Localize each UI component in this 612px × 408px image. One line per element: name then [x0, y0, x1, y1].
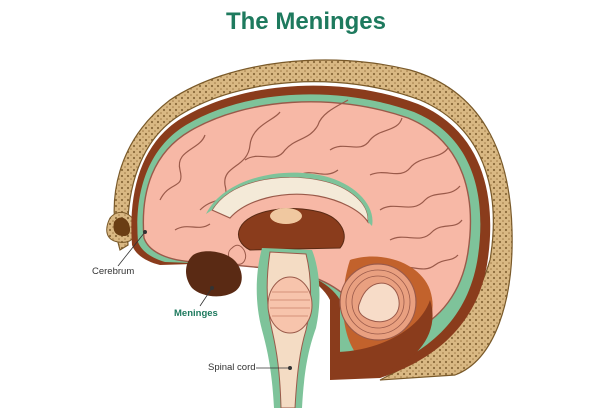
cerebrum-label: Cerebrum [92, 266, 135, 277]
skull [113, 59, 513, 381]
sinus-cavity [113, 217, 131, 236]
thalamus [237, 208, 345, 251]
thalamus-highlight [270, 208, 302, 224]
leader-lines [117, 229, 292, 370]
arbor-vitae [357, 282, 400, 323]
temporal-region [186, 251, 242, 297]
pons-striations [270, 291, 310, 317]
occipital-cavity [338, 300, 433, 375]
meninges-label: Meninges [174, 308, 218, 319]
cerebellum-folia [345, 269, 411, 335]
pons [267, 276, 313, 334]
spinal-cord-label: Spinal cord [208, 362, 256, 373]
diagram-title: The Meninges [225, 8, 387, 35]
